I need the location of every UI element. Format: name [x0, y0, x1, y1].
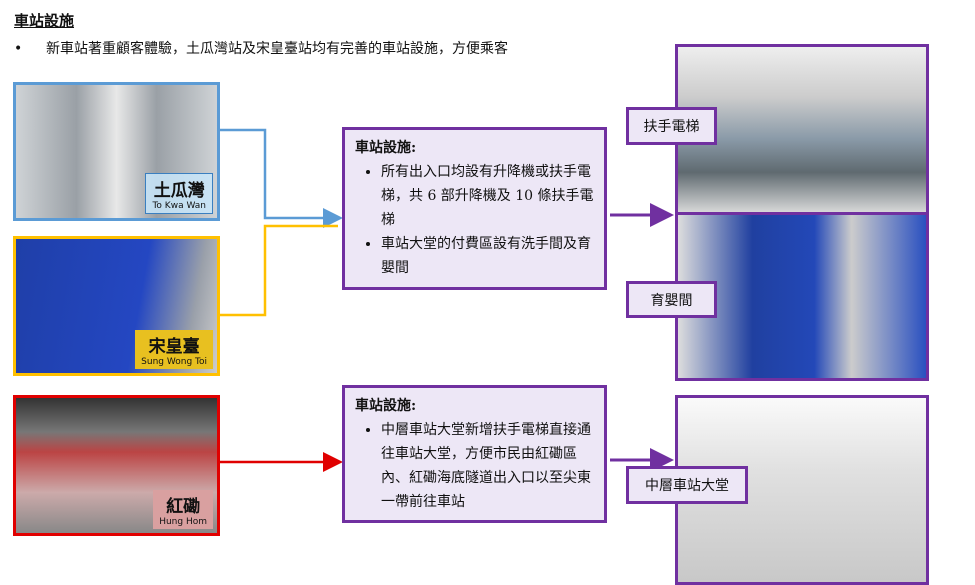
facility-item: 所有出入口均設有升降機或扶手電梯，共 6 部升降機及 10 條扶手電梯: [381, 160, 594, 232]
box-heading: 車站設施:: [355, 398, 417, 414]
facility-item: 車站大堂的付費區設有洗手間及育嬰間: [381, 232, 594, 280]
facilities-box-2: 車站設施: 中層車站大堂新增扶手電梯直接通往車站大堂，方便市民由紅磡區內、紅磡海…: [342, 385, 607, 523]
facility-item: 中層車站大堂新增扶手電梯直接通往車站大堂，方便市民由紅磡區內、紅磡海底隧道出入口…: [381, 418, 594, 514]
blue-connector: [219, 128, 343, 228]
intro-text: 新車站著重顧客體驗，土瓜灣站及宋皇臺站均有完善的車站設施，方便乘客: [46, 41, 508, 57]
escalator-label: 扶手電梯: [626, 107, 717, 145]
concourse-label: 中層車站大堂: [626, 466, 748, 504]
baby-room-photo: [675, 212, 929, 381]
yellow-connector: [219, 224, 338, 317]
box-heading: 車站設施:: [355, 140, 417, 156]
section-title: 車站設施: [14, 12, 75, 30]
intro-bullet: •新車站著重顧客體驗，土瓜灣站及宋皇臺站均有完善的車站設施，方便乘客: [14, 41, 508, 57]
facilities-box-1: 車站設施: 所有出入口均設有升降機或扶手電梯，共 6 部升降機及 10 條扶手電…: [342, 127, 607, 290]
baby-room-label: 育嬰間: [626, 281, 717, 318]
